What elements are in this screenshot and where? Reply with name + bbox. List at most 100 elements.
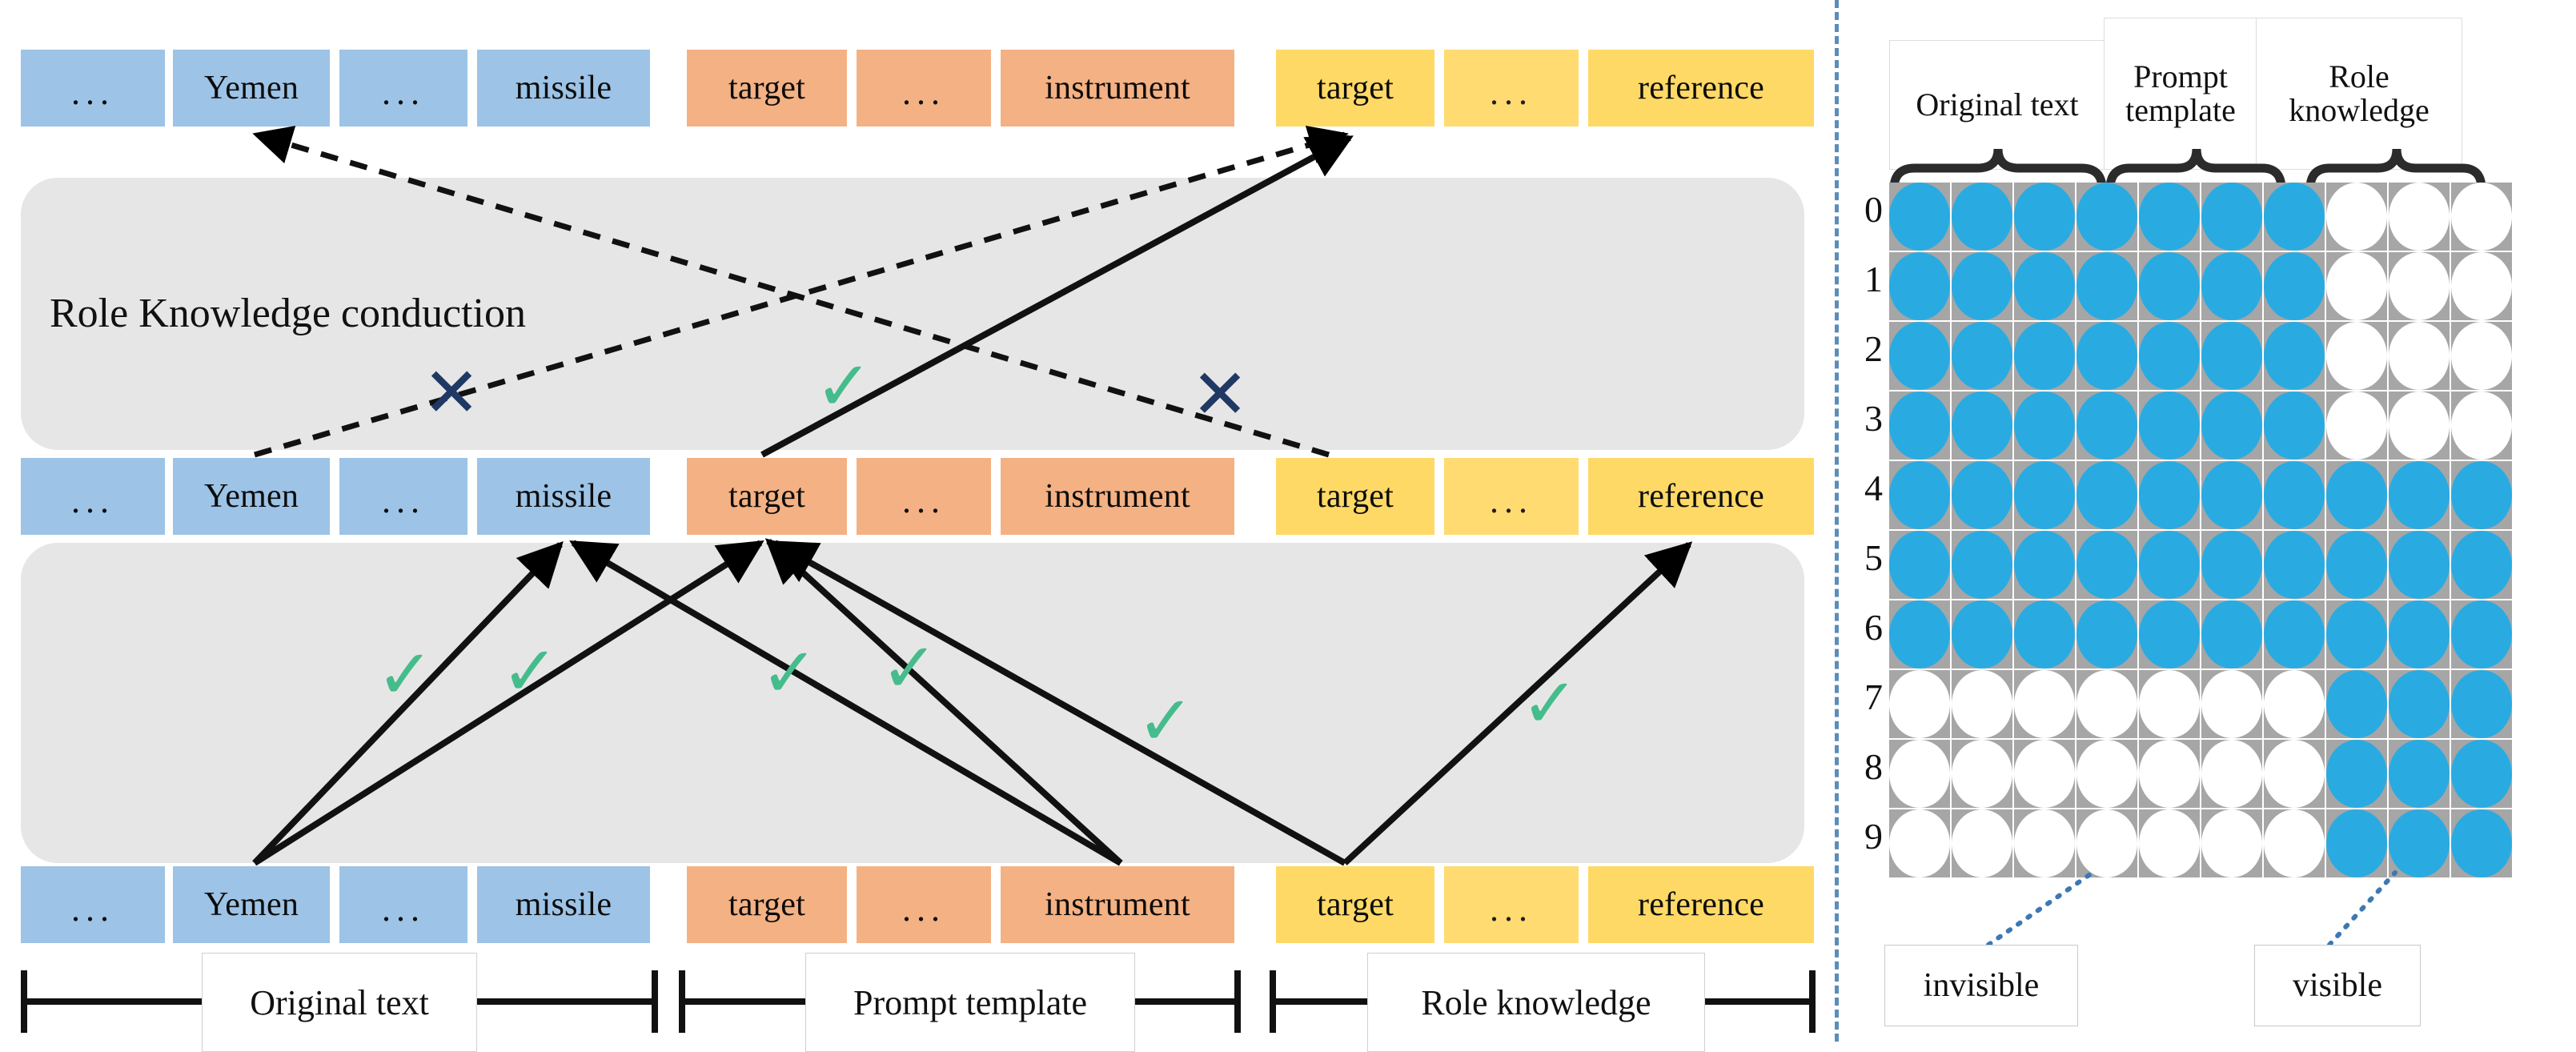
mask-cell-9-0 [1889, 809, 1950, 877]
matrix-col-header-original-text-text: Original text [1916, 86, 2079, 122]
invisible-dot-icon [2264, 670, 2325, 738]
token-top-2[interactable]: ... [339, 50, 467, 126]
token-bot-2[interactable]: ... [339, 866, 467, 943]
visible-dot-icon [2326, 740, 2387, 808]
matrix-col-header-role-knowledge: Role knowledge [2256, 18, 2462, 170]
invisible-dot-icon [2139, 809, 2200, 877]
visible-dot-icon [1952, 531, 2012, 599]
token-mid-6[interactable]: instrument [1001, 458, 1234, 535]
token-top-9[interactable]: reference [1588, 50, 1814, 126]
token-mid-2[interactable]: ... [339, 458, 467, 535]
visible-dot-icon [2139, 600, 2200, 669]
mask-cell-9-2 [2014, 809, 2075, 877]
visible-dot-icon [2389, 670, 2450, 738]
invisible-dot-icon [2139, 670, 2200, 738]
invisible-dot-icon [2201, 740, 2262, 808]
token-top-6[interactable]: instrument [1001, 50, 1234, 126]
token-mid-5[interactable]: ... [857, 458, 991, 535]
token-top-8-label: ... [1490, 73, 1533, 112]
token-bot-3[interactable]: missile [477, 866, 650, 943]
token-mid-3[interactable]: missile [477, 458, 650, 535]
visible-dot-icon [2389, 531, 2450, 599]
legend-visible-label: visible [2293, 967, 2382, 1004]
group-label-prompt-template: Prompt template [805, 953, 1135, 1052]
visible-dot-icon [2076, 531, 2137, 599]
token-top-5[interactable]: ... [857, 50, 991, 126]
mask-cell-2-0 [1889, 322, 1950, 390]
visible-dot-icon [2389, 809, 2450, 877]
token-mid-8-label: ... [1490, 481, 1533, 520]
mask-cell-2-4 [2139, 322, 2200, 390]
mask-cell-3-2 [2014, 391, 2075, 460]
token-top-9-label: reference [1638, 70, 1764, 106]
legend-line-invisible [1986, 870, 2095, 947]
mask-cell-2-1 [1952, 322, 2012, 390]
mark-tick-b4: ✓ [881, 628, 939, 709]
token-mid-1[interactable]: Yemen [173, 458, 330, 535]
visible-dot-icon [2326, 600, 2387, 669]
mask-cell-5-7 [2326, 531, 2387, 599]
mask-cell-2-3 [2076, 322, 2137, 390]
token-bot-9-label: reference [1638, 886, 1764, 923]
mask-cell-0-9 [2451, 183, 2512, 251]
mask-cell-1-9 [2451, 252, 2512, 320]
token-bot-5[interactable]: ... [857, 866, 991, 943]
visible-dot-icon [2201, 322, 2262, 390]
token-mid-7[interactable]: target [1276, 458, 1434, 535]
mask-cell-6-3 [2076, 600, 2137, 669]
mask-cell-7-5 [2201, 670, 2262, 738]
mask-cell-5-2 [2014, 531, 2075, 599]
token-bot-9[interactable]: reference [1588, 866, 1814, 943]
mask-cell-6-8 [2389, 600, 2450, 669]
token-bot-8[interactable]: ... [1444, 866, 1579, 943]
token-bot-4[interactable]: target [687, 866, 847, 943]
visible-dot-icon [2139, 252, 2200, 320]
mask-cell-3-1 [1952, 391, 2012, 460]
token-top-3[interactable]: missile [477, 50, 650, 126]
invisible-dot-icon [2264, 740, 2325, 808]
mask-cell-3-9 [2451, 391, 2512, 460]
token-top-0[interactable]: ... [21, 50, 165, 126]
matrix-col-header-role-knowledge-text: Role knowledge [2289, 58, 2430, 128]
token-top-8[interactable]: ... [1444, 50, 1579, 126]
token-mid-9[interactable]: reference [1588, 458, 1814, 535]
mask-cell-6-7 [2326, 600, 2387, 669]
token-top-0-label: ... [71, 73, 114, 112]
mask-cell-2-2 [2014, 322, 2075, 390]
token-top-1[interactable]: Yemen [173, 50, 330, 126]
token-bot-0[interactable]: ... [21, 866, 165, 943]
mask-cell-2-8 [2389, 322, 2450, 390]
visible-dot-icon [2201, 391, 2262, 460]
invisible-dot-icon [2076, 670, 2137, 738]
token-bot-7[interactable]: target [1276, 866, 1434, 943]
mask-cell-1-2 [2014, 252, 2075, 320]
token-mid-8[interactable]: ... [1444, 458, 1579, 535]
mask-cell-9-6 [2264, 809, 2325, 877]
invisible-dot-icon [1952, 670, 2012, 738]
token-bot-6[interactable]: instrument [1001, 866, 1234, 943]
token-row-middle: ... Yemen ... missile target ... instrum… [0, 458, 1816, 535]
token-bot-1[interactable]: Yemen [173, 866, 330, 943]
token-mid-4[interactable]: target [687, 458, 847, 535]
mask-cell-6-6 [2264, 600, 2325, 669]
token-top-7[interactable]: target [1276, 50, 1434, 126]
token-bot-7-label: target [1316, 886, 1394, 923]
token-top-4[interactable]: target [687, 50, 847, 126]
mask-cell-6-2 [2014, 600, 2075, 669]
mask-cell-3-7 [2326, 391, 2387, 460]
visible-dot-icon [2451, 809, 2512, 877]
mask-cell-5-8 [2389, 531, 2450, 599]
mask-cell-5-1 [1952, 531, 2012, 599]
invisible-dot-icon [2389, 391, 2450, 460]
mask-cell-0-8 [2389, 183, 2450, 251]
mask-cell-7-0 [1889, 670, 1950, 738]
legend-visible: visible [2254, 945, 2421, 1026]
matrix-row-label-6: 6 [1864, 607, 1883, 648]
mask-cell-1-8 [2389, 252, 2450, 320]
invisible-dot-icon [1889, 740, 1950, 808]
mask-cell-9-8 [2389, 809, 2450, 877]
token-mid-3-label: missile [515, 478, 612, 515]
mask-cell-5-3 [2076, 531, 2137, 599]
token-mid-0[interactable]: ... [21, 458, 165, 535]
